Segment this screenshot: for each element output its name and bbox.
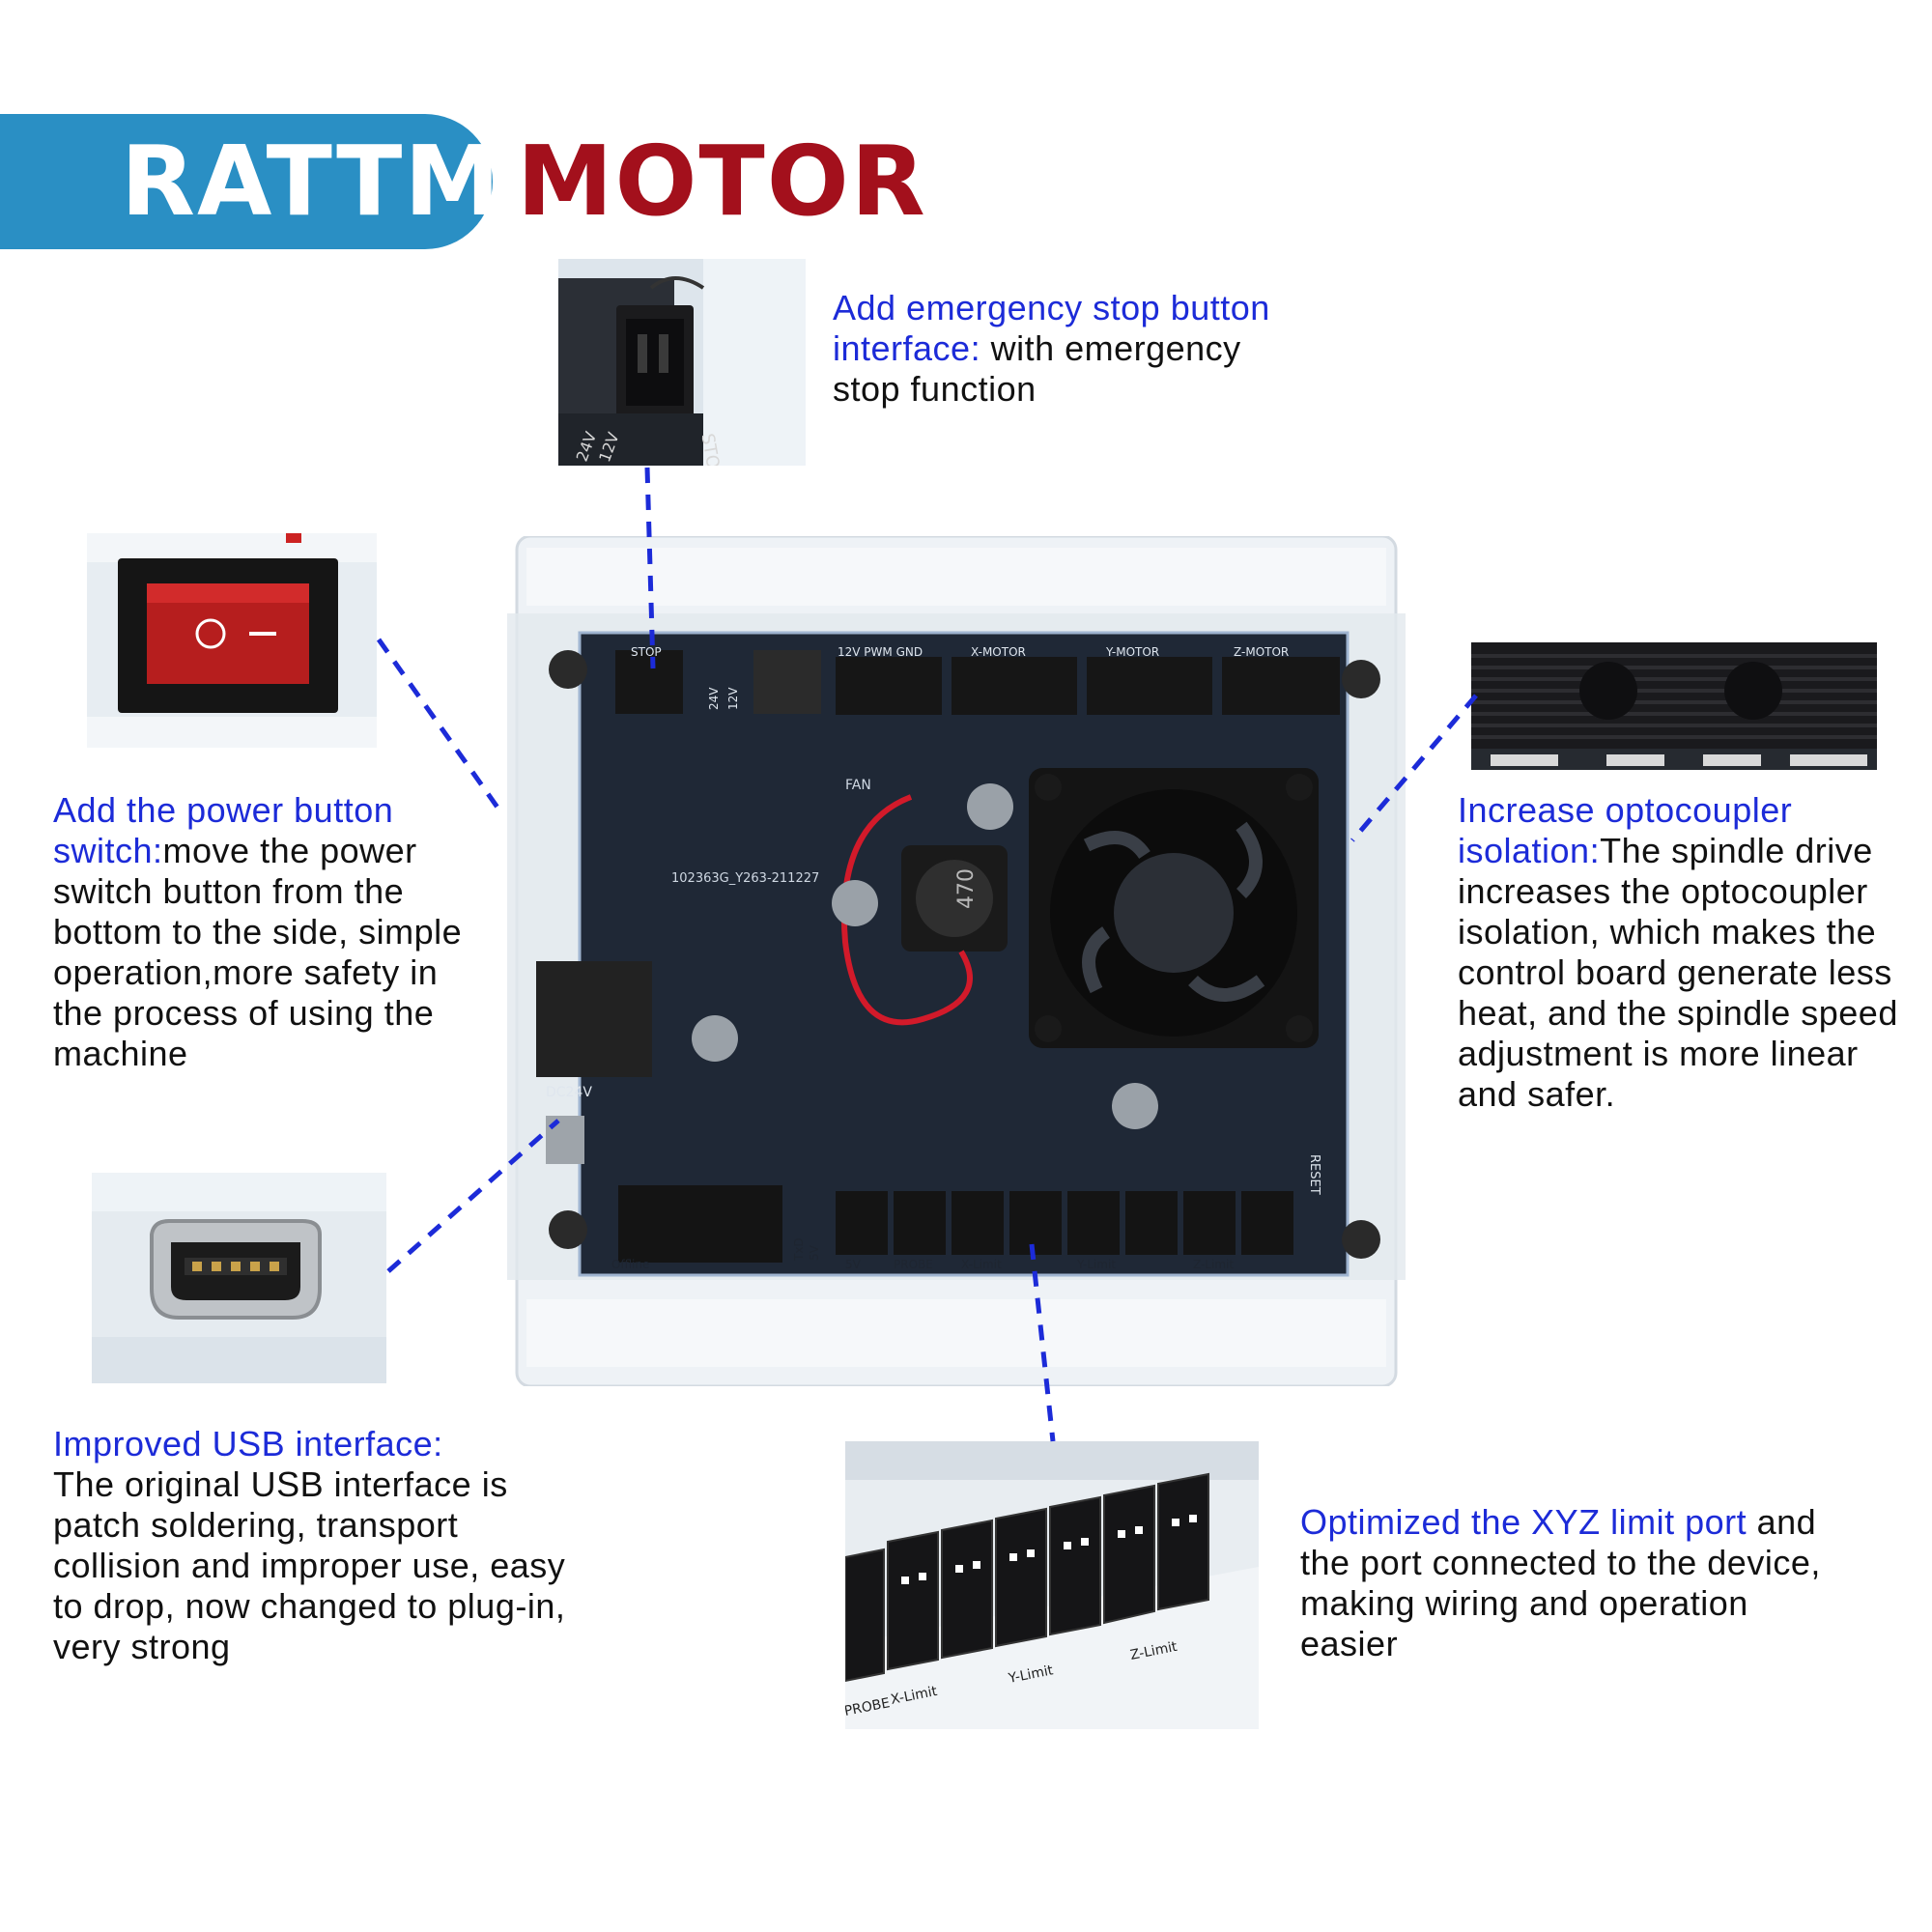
board-x-motor-label: X-MOTOR	[971, 645, 1026, 659]
board-txd-label: TxD	[792, 1237, 806, 1262]
callout-usb-body: The original USB interface is patch sold…	[53, 1464, 566, 1666]
callout-power-switch: Add the power button switch:move the pow…	[53, 790, 483, 1074]
callout-optocoupler-body: The spindle drive increases the optocoup…	[1458, 831, 1898, 1114]
brand-logo-banner	[0, 114, 493, 249]
callout-power-switch-body: move the power switch button from the bo…	[53, 831, 463, 1073]
board-stop-label: STOP	[631, 645, 662, 659]
brand-logo-motor: MOTOR	[517, 125, 927, 238]
callout-usb: Improved USB interface: The original USB…	[53, 1424, 594, 1667]
board-24v-label: 24V	[707, 687, 721, 710]
callout-emergency-stop: Add emergency stop button interface: wit…	[833, 288, 1296, 410]
brand-logo-rattm: RATTM	[121, 125, 502, 238]
board-inductor-label: 470	[954, 868, 979, 909]
board-x-limit-label: X-Limit	[961, 1258, 1002, 1271]
leader-power	[376, 638, 503, 813]
callout-limit-ports: Optimized the XYZ limit port and the por…	[1300, 1502, 1841, 1664]
board-offline-label: Offline	[611, 1258, 649, 1271]
callout-emergency-stop-body: with emergency stop function	[833, 328, 1241, 409]
callout-usb-title: Improved USB interface:	[53, 1424, 443, 1463]
board-y-limit-label: Y-Limit	[1076, 1258, 1116, 1271]
board-fan-label: FAN	[845, 778, 871, 793]
board-z-limit-label: Z-Limit	[1193, 1258, 1234, 1271]
board-id-label: 102363G_Y263-211227	[671, 871, 819, 886]
board-12v-label: 12V	[726, 687, 740, 710]
board-spindle-header-label: 12V PWM GND	[838, 645, 923, 659]
board-5v-left-label: 5V	[808, 1244, 821, 1261]
power-switch-photo	[87, 533, 377, 748]
board-probe-label: PROBE	[894, 1258, 933, 1271]
callout-optocoupler: Increase optocoupler isolation:The spind…	[1458, 790, 1912, 1115]
board-reset-label: RESET	[1307, 1154, 1321, 1195]
callout-power-switch-title: Add the power button switch:	[53, 790, 394, 870]
controller-board-photo: STOP 12V PWM GND X-MOTOR Y-MOTOR Z-MOTOR…	[507, 534, 1406, 1388]
board-z-motor-label: Z-MOTOR	[1234, 645, 1289, 659]
board-y-motor-label: Y-MOTOR	[1105, 645, 1159, 659]
callout-emergency-stop-title: Add emergency stop button interface:	[833, 288, 1270, 368]
callout-optocoupler-title: Increase optocoupler isolation:	[1458, 790, 1793, 870]
callout-limit-ports-body: and the port connected to the device, ma…	[1300, 1502, 1821, 1663]
optocoupler-heatsink-photo	[1471, 642, 1877, 770]
limit-ports-photo: PROBE X-Limit Y-Limit Z-Limit	[845, 1441, 1259, 1729]
callout-limit-ports-title: Optimized the XYZ limit port	[1300, 1502, 1747, 1542]
board-dc-input-label: DC24V	[546, 1085, 592, 1100]
estop-connector-photo: 24V 12V STOP	[558, 259, 806, 466]
usb-port-photo	[92, 1173, 386, 1383]
board-5v-label: 5V	[845, 1258, 862, 1271]
